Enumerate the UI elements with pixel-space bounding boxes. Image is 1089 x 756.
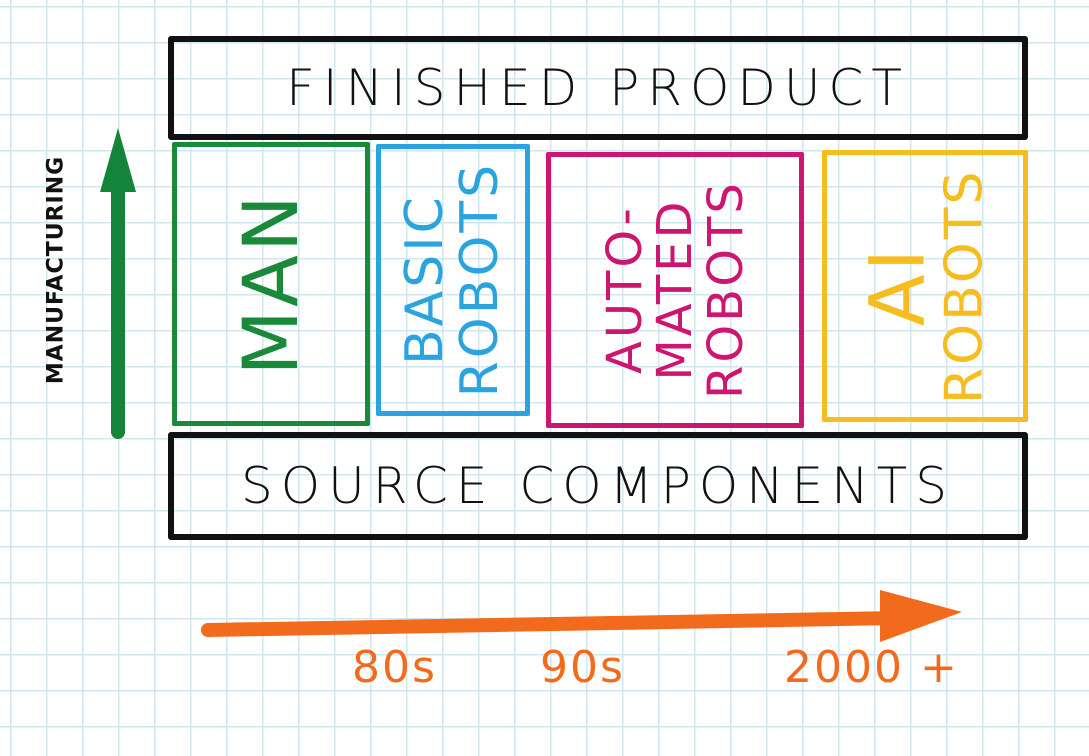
- manufacturing-arrow: [100, 128, 136, 439]
- era-2000-plus: 2000 +: [784, 642, 959, 693]
- stage-automated-robots-line-2: MATED: [646, 198, 703, 382]
- era-90s: 90s: [540, 642, 625, 693]
- source-components-label: SOURCE COMPONENTS: [241, 457, 955, 515]
- stage-ai-robots-line-2: ROBOTS: [934, 168, 995, 404]
- timeline-arrow: [201, 590, 962, 642]
- stage-automated-robots-line-3: ROBOTS: [697, 180, 754, 400]
- era-80s: 80s: [352, 642, 437, 693]
- stage-ai-robots-line-1: AI: [852, 245, 942, 327]
- stage-automated-robots: AUTO- MATED ROBOTS: [546, 152, 804, 428]
- stage-basic-robots: BASIC ROBOTS: [376, 144, 530, 416]
- manufacturing-axis-label: MANUFACTURING: [43, 155, 69, 385]
- stage-basic-robots-text: BASIC ROBOTS: [395, 162, 510, 398]
- finished-product-label: FINISHED PRODUCT: [286, 59, 910, 117]
- stage-automated-robots-text: AUTO- MATED ROBOTS: [596, 180, 754, 400]
- stage-basic-robots-line-1: BASIC: [395, 194, 456, 366]
- stage-automated-robots-line-1: AUTO-: [596, 205, 653, 375]
- stage-man: MAN: [172, 142, 370, 426]
- stage-man-line-1: MAN: [226, 192, 316, 376]
- stage-man-text: MAN: [226, 192, 316, 376]
- stage-basic-robots-line-2: ROBOTS: [450, 162, 510, 398]
- stage-ai-robots: AI ROBOTS: [822, 150, 1028, 422]
- stage-ai-robots-text: AI ROBOTS: [852, 168, 995, 404]
- source-components-bar: SOURCE COMPONENTS: [168, 432, 1028, 540]
- finished-product-bar: FINISHED PRODUCT: [168, 36, 1028, 140]
